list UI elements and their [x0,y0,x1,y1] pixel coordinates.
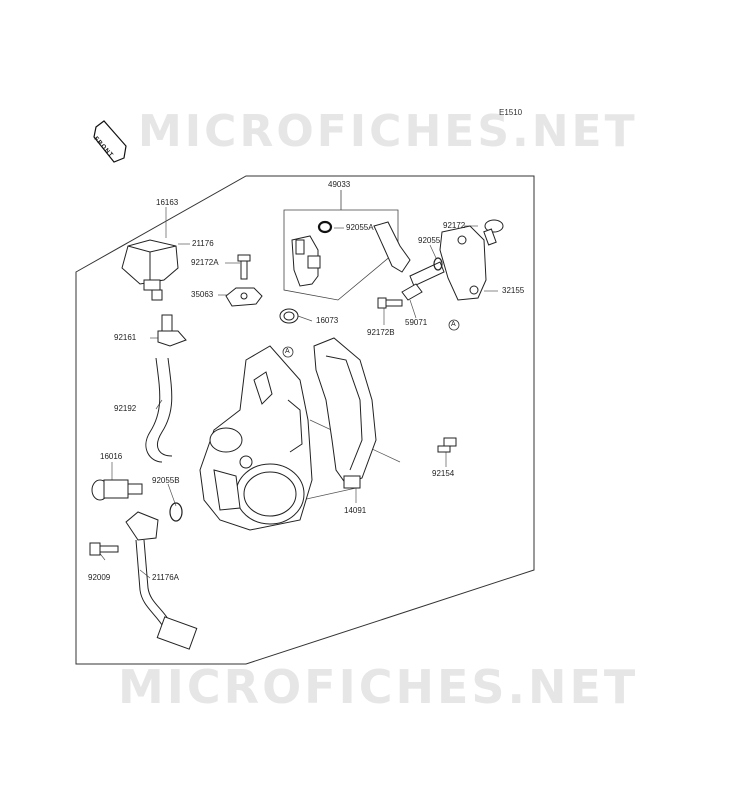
callout-92055B: 92055B [152,476,180,485]
clip-59071 [401,283,423,301]
callout-16073: 16073 [316,316,339,325]
injector [291,235,321,287]
callout-32155: 32155 [502,286,525,295]
ref-circle-a-2 [448,319,460,331]
callout-92055A: 92055A [346,223,374,232]
oring-92055 [433,257,443,271]
callout-14091: 14091 [344,506,367,515]
ref-label-a-1: A [285,348,290,355]
bolt-92172B [377,297,403,309]
callout-35063: 35063 [191,290,214,299]
bolt-92172 [483,219,504,246]
cover-14091 [313,337,377,489]
callout-92055: 92055 [418,236,441,245]
callout-92154: 92154 [432,469,455,478]
callout-59071: 59071 [405,318,428,327]
callout-49033: 49033 [328,180,351,189]
oring-92055A [317,220,333,234]
callout-21176A: 21176A [152,573,179,582]
sensor-32155 [373,221,487,301]
callout-92161: 92161 [114,333,137,342]
callout-16016: 16016 [100,452,123,461]
bolt-92009 [89,542,119,556]
callout-16163: 16163 [156,198,179,207]
fitting-92161 [157,314,187,347]
watermark-bottom: MICROFICHES.NET [118,660,639,714]
leader-lines [97,207,498,579]
oring-92055B [169,502,183,522]
watermark-top: MICROFICHES.NET [138,106,638,157]
throttle-body [199,345,313,531]
ref-circle-a-1 [282,346,294,358]
front-arrow-icon [93,120,127,163]
callout-21176: 21176 [192,239,214,248]
diagram-code: E1510 [499,108,523,117]
bolt-92154 [437,437,457,453]
callout-92172A: 92172A [191,258,219,267]
hose-92192 [145,357,173,463]
sensor-21176A [125,511,198,650]
callout-92192: 92192 [114,404,137,413]
bracket-49033 [283,209,399,301]
diagram-frame [75,175,535,665]
bracket-35063 [225,287,263,307]
callout-92009: 92009 [88,573,111,582]
callout-92172B: 92172B [367,328,395,337]
seal-16073 [279,308,299,324]
ref-label-a-2: A [451,321,456,328]
valve-16016 [91,479,143,501]
callout-92172: 92172 [443,221,466,230]
sensor-21176 [121,239,179,301]
bolt-92172A [237,254,251,280]
